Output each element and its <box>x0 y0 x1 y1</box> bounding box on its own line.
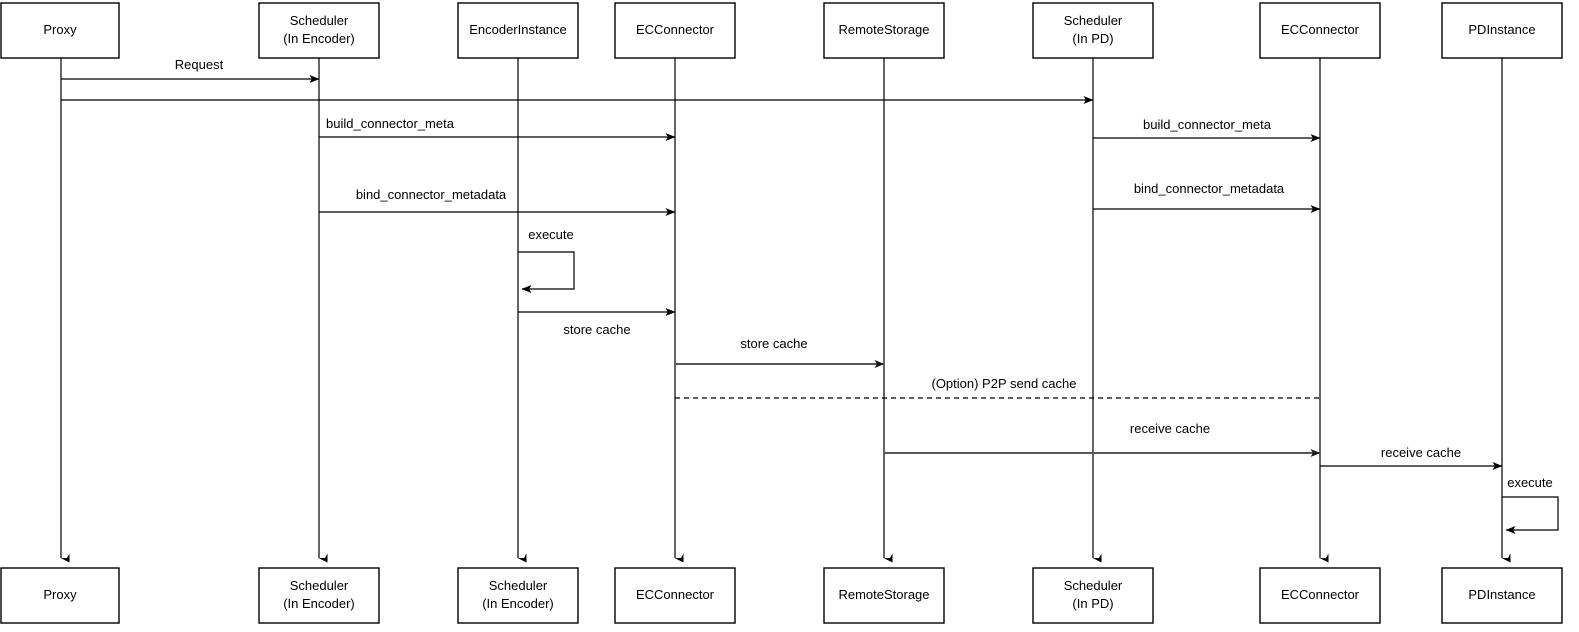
message-label: store cache <box>740 336 807 351</box>
participant-label: Scheduler <box>290 13 349 28</box>
top-participant-ec_right[interactable]: ECConnector <box>1259 2 1381 59</box>
participant-label: Scheduler <box>1064 578 1123 593</box>
bottom-participant-ec_left[interactable]: ECConnector <box>614 567 736 624</box>
self-call-label: execute <box>528 227 574 242</box>
participant-label: RemoteStorage <box>838 22 929 37</box>
bottom-participant-sched_enc[interactable]: Scheduler (In Encoder) <box>258 567 380 624</box>
participant-label: PDInstance <box>1468 22 1535 37</box>
message-m6[interactable]: bind_connector_metadata <box>1093 181 1321 213</box>
message-m4[interactable]: build_connector_meta <box>1093 117 1321 142</box>
message-label: build_connector_meta <box>326 116 455 131</box>
participant-label: ECConnector <box>636 587 715 602</box>
participant-sublabel: (In Encoder) <box>283 596 355 611</box>
bottom-participant-pd_inst[interactable]: PDInstance <box>1441 567 1563 624</box>
message-label: receive cache <box>1130 421 1210 436</box>
bottom-participant-proxy[interactable]: Proxy <box>0 567 120 624</box>
message-m5[interactable]: bind_connector_metadata <box>319 187 676 216</box>
participant-sublabel: (In PD) <box>1072 596 1113 611</box>
participant-label: EncoderInstance <box>469 22 567 37</box>
self-call-arrow <box>518 251 575 293</box>
bottom-participant-boxes: Proxy Scheduler (In Encoder) Scheduler (In E… <box>0 567 1563 624</box>
top-participant-encoder_inst[interactable]: EncoderInstance <box>457 2 579 59</box>
top-participant-sched_pd[interactable]: Scheduler (In PD) <box>1032 2 1154 59</box>
participant-label: PDInstance <box>1468 587 1535 602</box>
participant-label: Proxy <box>43 587 77 602</box>
message-m7[interactable]: store cache <box>518 308 676 337</box>
bottom-participant-ec_right[interactable]: ECConnector <box>1259 567 1381 624</box>
self-call-label: execute <box>1507 475 1553 490</box>
participant-label: Scheduler <box>1064 13 1123 28</box>
message-label: store cache <box>563 322 630 337</box>
message-label: build_connector_meta <box>1143 117 1272 132</box>
participant-sublabel: (In Encoder) <box>283 31 355 46</box>
message-label: bind_connector_metadata <box>1134 181 1285 196</box>
participant-sublabel: (In Encoder) <box>482 596 554 611</box>
message-label: receive cache <box>1381 445 1461 460</box>
message-m9[interactable]: (Option) P2P send cache <box>675 376 1320 399</box>
participant-label: Scheduler <box>489 578 548 593</box>
participant-label: ECConnector <box>1281 587 1360 602</box>
bottom-participant-remote[interactable]: RemoteStorage <box>823 567 945 624</box>
bottom-participant-sched_pd[interactable]: Scheduler (In PD) <box>1032 567 1154 624</box>
message-label: (Option) P2P send cache <box>931 376 1076 391</box>
participant-label: RemoteStorage <box>838 587 929 602</box>
message-m3[interactable]: build_connector_meta <box>319 116 676 141</box>
bottom-participant-encoder_inst[interactable]: Scheduler (In Encoder) <box>457 567 579 624</box>
messages-group: Request build_connector_meta build_connect… <box>61 57 1503 470</box>
participant-label: ECConnector <box>636 22 715 37</box>
message-label: Request <box>175 57 224 72</box>
top-participant-sched_enc[interactable]: Scheduler (In Encoder) <box>258 2 380 59</box>
top-participant-proxy[interactable]: Proxy <box>0 2 120 59</box>
participant-label: ECConnector <box>1281 22 1360 37</box>
self-call-arrow <box>1502 496 1559 534</box>
top-participant-remote[interactable]: RemoteStorage <box>823 2 945 59</box>
participant-sublabel: (In PD) <box>1072 31 1113 46</box>
self-call-s1[interactable]: execute <box>518 227 575 293</box>
top-participant-boxes: Proxy Scheduler (In Encoder) EncoderInstanc… <box>0 2 1563 59</box>
participant-label: Scheduler <box>290 578 349 593</box>
top-participant-ec_left[interactable]: ECConnector <box>614 2 736 59</box>
message-m10[interactable]: receive cache <box>884 421 1321 457</box>
message-m11[interactable]: receive cache <box>1320 445 1503 470</box>
participant-label: Proxy <box>43 22 77 37</box>
message-m8[interactable]: store cache <box>675 336 885 368</box>
self-calls-group: execute execute <box>518 227 1559 534</box>
lifelines-group <box>60 58 1511 563</box>
message-m1[interactable]: Request <box>61 57 320 83</box>
top-participant-pd_inst[interactable]: PDInstance <box>1441 2 1563 59</box>
message-label: bind_connector_metadata <box>356 187 507 202</box>
self-call-s2[interactable]: execute <box>1502 475 1559 534</box>
